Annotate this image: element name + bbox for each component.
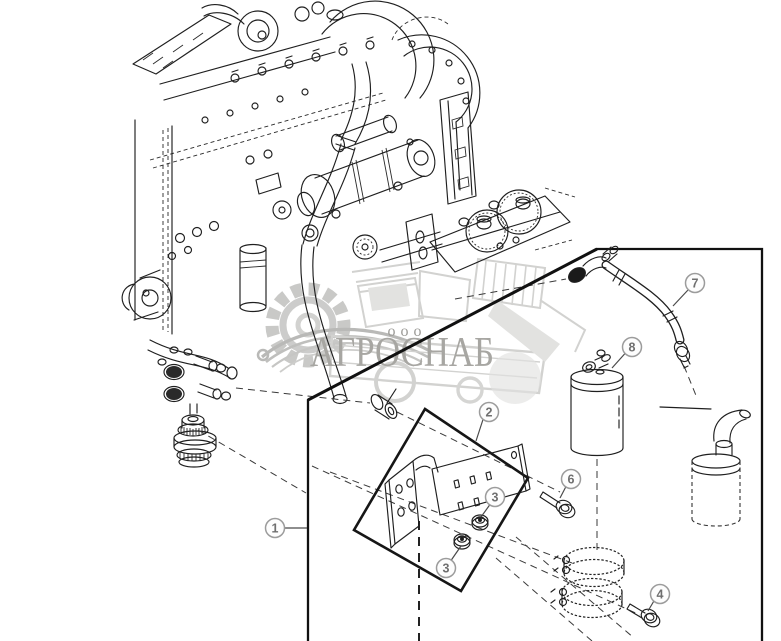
receiver-dryer-part	[570, 349, 624, 457]
callout-7: 7	[684, 272, 706, 294]
watermark-org-name: АГРОСНАБ	[310, 330, 494, 376]
watermark-org-prefix: ооо	[388, 323, 427, 340]
watermark: ооо АГРОСНАБ	[256, 257, 587, 404]
projection-lines	[197, 278, 712, 641]
combine-harvester-icon	[328, 257, 587, 404]
engine-mount-damper	[173, 403, 217, 468]
svg-text:8: 8	[629, 340, 636, 354]
callout-2: 2	[478, 401, 500, 423]
bracket-part	[352, 407, 531, 593]
callout-2-leader	[475, 419, 484, 442]
nut-part-upper	[471, 514, 489, 531]
svg-text:3: 3	[492, 490, 499, 504]
callout-6: 6	[560, 468, 582, 490]
callout-7-leader	[672, 289, 689, 307]
ghost-dryer-part	[691, 409, 751, 527]
callout-3b: 3	[435, 557, 457, 579]
callout-3b-leader	[450, 545, 462, 561]
callout-3a: 3	[484, 486, 506, 508]
detail-box	[306, 247, 764, 641]
callout-6-leader	[559, 486, 567, 499]
svg-text:4: 4	[657, 587, 664, 601]
bolt-part-6	[539, 491, 576, 519]
callout-8-leader	[611, 353, 626, 369]
bolt-part-4	[626, 603, 661, 628]
svg-text:6: 6	[568, 472, 575, 486]
callout-1: 1	[264, 517, 286, 539]
svg-text:1: 1	[272, 521, 279, 535]
hose-part	[568, 245, 691, 369]
callouts: 1 2 3 3 4 6 7	[264, 272, 706, 612]
callout-4: 4	[649, 583, 671, 605]
svg-text:3: 3	[443, 561, 450, 575]
svg-text:7: 7	[692, 276, 699, 290]
clamp-part	[550, 546, 625, 619]
engine-illustration	[121, 0, 576, 468]
nut-part-lower	[453, 533, 471, 550]
callout-8: 8	[621, 336, 643, 358]
svg-text:2: 2	[486, 405, 493, 419]
spacer-part	[370, 388, 398, 420]
callout-3a-leader	[480, 504, 491, 518]
